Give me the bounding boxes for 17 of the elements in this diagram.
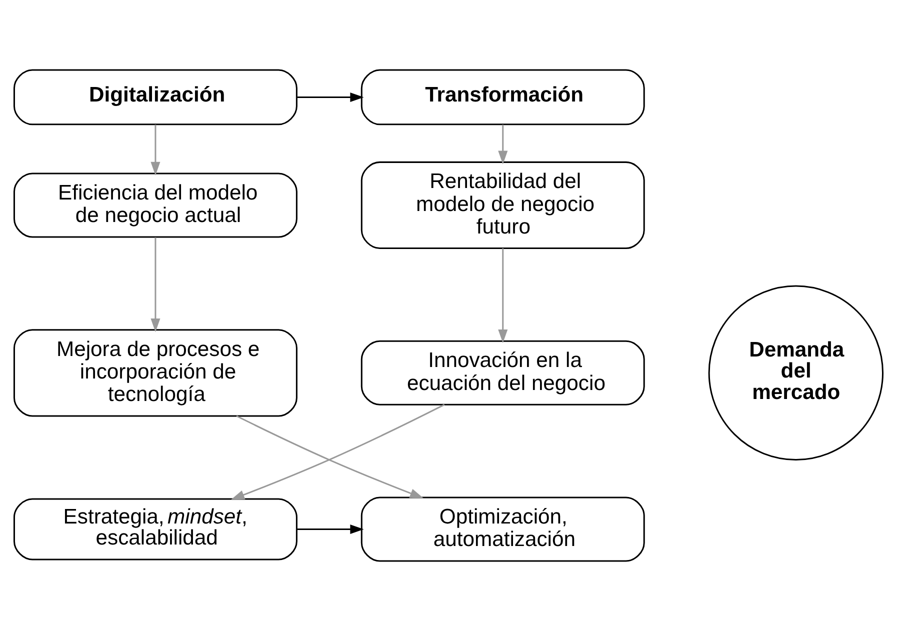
- arrow: [230, 404, 445, 500]
- node-box: Mejora de procesos e incorporación de tecnología: [13, 329, 298, 417]
- arrow: [297, 92, 364, 102]
- node-box: Transformación: [360, 69, 645, 126]
- node-box: Estrategia, mindset, escalabilidad: [13, 498, 298, 560]
- arrow: [498, 124, 508, 164]
- node-box: Innovación en la ecuación del negocio: [360, 340, 645, 406]
- node-box: Rentabilidad del modelo de negocio futuro: [360, 161, 645, 250]
- arrow: [498, 248, 508, 344]
- node-circle: Demanda del mercado: [708, 285, 884, 460]
- node-box: Digitalización: [13, 69, 298, 126]
- arrow: [236, 415, 424, 498]
- arrow: [150, 237, 160, 332]
- node-box: Eficiencia del modelo de negocio actual: [13, 172, 298, 238]
- node-box: Optimización, automatización: [360, 496, 645, 562]
- arrow: [150, 124, 160, 176]
- arrow: [297, 524, 364, 534]
